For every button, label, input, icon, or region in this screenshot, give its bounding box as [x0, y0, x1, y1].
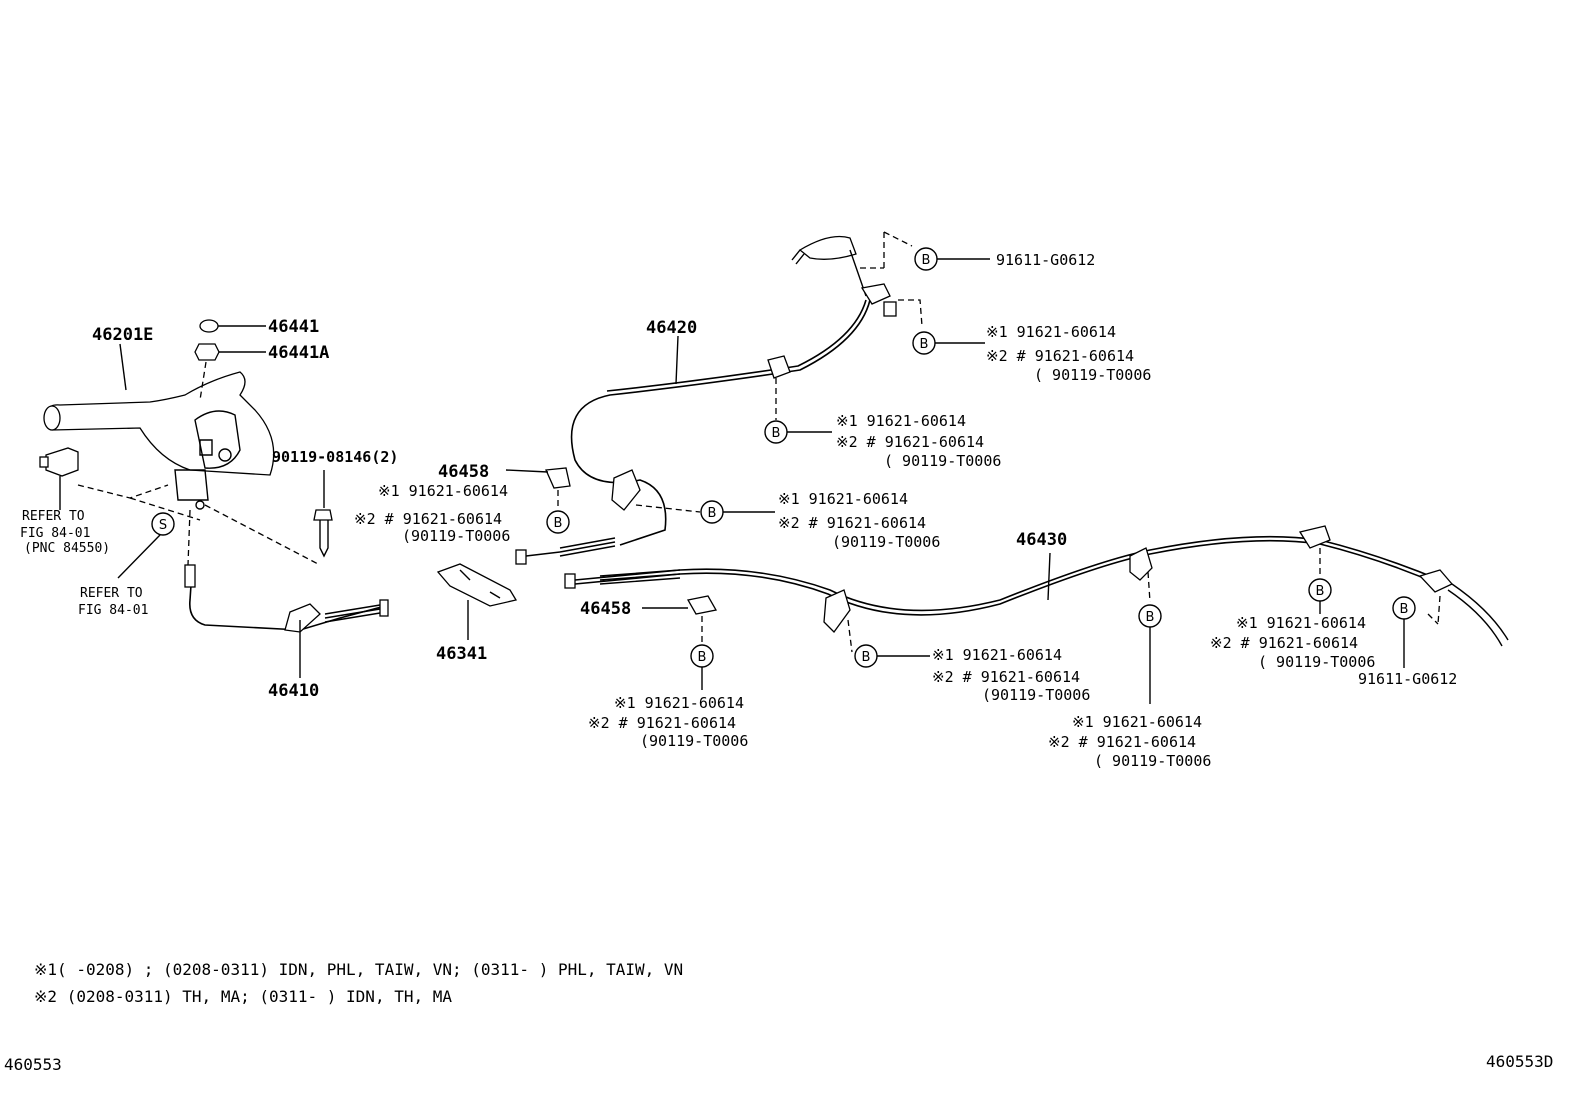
- svg-text:※2 # 91621-60614: ※2 # 91621-60614: [1210, 634, 1358, 652]
- svg-text:※2 # 91621-60614: ※2 # 91621-60614: [836, 433, 984, 451]
- svg-text:B: B: [698, 650, 707, 665]
- clamp-46458-lower-shape: [642, 595, 718, 645]
- s-callout: S: [117, 512, 175, 579]
- nut-46441a-shape: [194, 343, 266, 401]
- refer-to-1-line2: FIG 84-01: [20, 526, 90, 541]
- fastener-group-1: ※1 91621-60614 ※2 # 91621-60614 ( 90119-…: [986, 323, 1151, 384]
- refer-to-2-line2: FIG 84-01: [78, 603, 148, 618]
- part-label-46420: 46420: [646, 318, 697, 338]
- clamp-46458-upper-shape: [505, 467, 571, 510]
- bolt-90119-08146-shape: [313, 470, 333, 558]
- svg-text:※2 # 91621-60614: ※2 # 91621-60614: [1048, 733, 1196, 751]
- svg-text:(90119-T0006: (90119-T0006: [982, 686, 1090, 704]
- svg-text:( 90119-T0006: ( 90119-T0006: [1258, 653, 1375, 671]
- svg-text:※2 # 91621-60614: ※2 # 91621-60614: [354, 510, 502, 528]
- svg-text:(90119-T0006: (90119-T0006: [832, 533, 940, 551]
- fastener-group-3: ※1 91621-60614 ※2 # 91621-60614 (90119-T…: [354, 482, 510, 545]
- bracket-46341-shape: [436, 563, 518, 640]
- b-callout-3: B: [764, 420, 832, 444]
- part-label-46410: 46410: [268, 681, 319, 701]
- refer-to-2-line1: REFER TO: [80, 586, 143, 601]
- svg-text:B: B: [920, 337, 929, 352]
- svg-text:(90119-T0006: (90119-T0006: [640, 732, 748, 750]
- svg-text:※2 # 91621-60614: ※2 # 91621-60614: [986, 347, 1134, 365]
- svg-text:※1 91621-60614: ※1 91621-60614: [1072, 713, 1202, 731]
- fastener-group-6: ※1 91621-60614 ※2 # 91621-60614 (90119-T…: [932, 646, 1090, 704]
- fastener-group-5: ※1 91621-60614 ※2 # 91621-60614 (90119-T…: [588, 694, 748, 750]
- illustration-code-right: 460553D: [1486, 1052, 1553, 1071]
- svg-text:※1 91621-60614: ※1 91621-60614: [1236, 614, 1366, 632]
- nut-46441-shape: [199, 319, 266, 333]
- parking-brake-lever-assembly: [43, 371, 275, 510]
- svg-text:※2 # 91621-60614: ※2 # 91621-60614: [588, 714, 736, 732]
- b-callout-7: B: [854, 644, 930, 668]
- svg-text:※1 91621-60614: ※1 91621-60614: [986, 323, 1116, 341]
- svg-text:S: S: [159, 518, 167, 533]
- fastener-group-2: ※1 91621-60614 ※2 # 91621-60614 ( 90119-…: [836, 412, 1001, 470]
- svg-text:※1 91621-60614: ※1 91621-60614: [932, 646, 1062, 664]
- b-callout-5: B: [700, 500, 775, 524]
- b-callout-9: B: [1308, 578, 1332, 614]
- bolt-code-top-right: 91611-G0612: [996, 251, 1095, 269]
- note-1: ※1( -0208) ; (0208-0311) IDN, PHL, TAIW,…: [34, 960, 683, 979]
- svg-text:※2 # 91621-60614: ※2 # 91621-60614: [932, 668, 1080, 686]
- part-label-46458-lower: 46458: [580, 599, 631, 619]
- svg-text:B: B: [772, 426, 781, 441]
- part-label-46458-upper: 46458: [438, 462, 489, 482]
- svg-text:B: B: [1316, 584, 1325, 599]
- part-label-90119-08146: 90119-08146(2): [272, 448, 398, 466]
- refer-to-1-line3: (PNC 84550): [24, 541, 110, 556]
- svg-text:B: B: [1400, 602, 1409, 617]
- part-label-46430: 46430: [1016, 530, 1067, 550]
- svg-text:※1 91621-60614: ※1 91621-60614: [378, 482, 508, 500]
- svg-text:B: B: [922, 253, 931, 268]
- rear-cable-46420: [515, 235, 897, 565]
- svg-text:※1 91621-60614: ※1 91621-60614: [836, 412, 966, 430]
- svg-text:( 90119-T0006: ( 90119-T0006: [884, 452, 1001, 470]
- b-callout-2: B: [912, 331, 985, 355]
- b-callout-10: B: [1392, 596, 1416, 668]
- part-label-46201e: 46201E: [92, 325, 153, 345]
- part-label-46341: 46341: [436, 644, 487, 664]
- svg-text:B: B: [1146, 610, 1155, 625]
- svg-text:※1 91621-60614: ※1 91621-60614: [614, 694, 744, 712]
- fastener-group-8: ※1 91621-60614 ※2 # 91621-60614 ( 90119-…: [1210, 614, 1375, 671]
- b-callout-1: B: [914, 247, 990, 271]
- part-label-46441a: 46441A: [268, 343, 329, 363]
- fastener-group-7: ※1 91621-60614 ※2 # 91621-60614 ( 90119-…: [1048, 713, 1211, 770]
- svg-text:※2 # 91621-60614: ※2 # 91621-60614: [778, 514, 926, 532]
- applicability-notes: ※1( -0208) ; (0208-0311) IDN, PHL, TAIW,…: [34, 960, 683, 1006]
- svg-text:( 90119-T0006: ( 90119-T0006: [1034, 366, 1151, 384]
- brake-switch: [39, 447, 79, 510]
- fastener-group-4: ※1 91621-60614 ※2 # 91621-60614 (90119-T…: [778, 490, 940, 551]
- rear-cable-46430: [564, 525, 1509, 647]
- refer-to-1-line1: REFER TO: [22, 509, 85, 524]
- b-callout-8: B: [1138, 604, 1162, 704]
- b-callout-4: B: [546, 510, 570, 534]
- svg-text:B: B: [554, 516, 563, 531]
- svg-text:※1 91621-60614: ※1 91621-60614: [778, 490, 908, 508]
- part-label-46441: 46441: [268, 317, 319, 337]
- bolt-code-right-end: 91611-G0612: [1358, 670, 1457, 688]
- b-callout-6: B: [690, 644, 714, 690]
- front-cable-46410: [184, 564, 389, 678]
- svg-text:( 90119-T0006: ( 90119-T0006: [1094, 752, 1211, 770]
- svg-text:B: B: [708, 506, 717, 521]
- illustration-code-left: 460553: [4, 1055, 62, 1074]
- svg-text:B: B: [862, 650, 871, 665]
- note-2: ※2 (0208-0311) TH, MA; (0311- ) IDN, TH,…: [34, 987, 452, 1006]
- svg-text:(90119-T0006: (90119-T0006: [402, 527, 510, 545]
